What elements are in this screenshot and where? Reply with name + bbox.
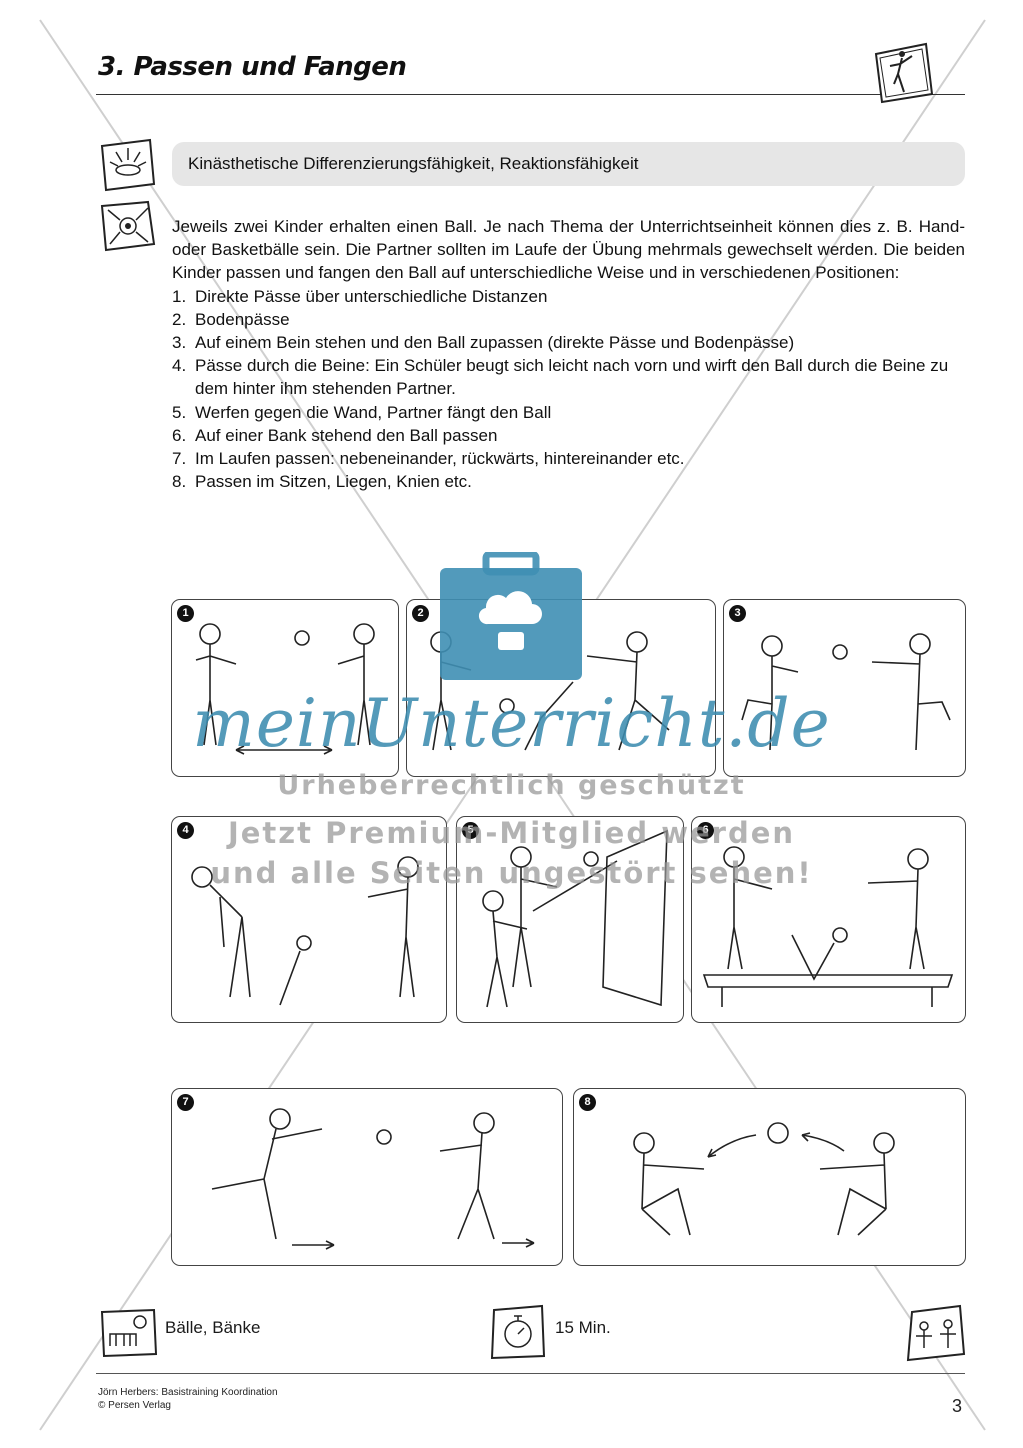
panel-number: 2 bbox=[412, 605, 429, 622]
page-title: 3. Passen und Fangen bbox=[98, 52, 407, 82]
intro-paragraph: Jeweils zwei Kinder erhalten einen Ball.… bbox=[172, 217, 965, 283]
title-divider bbox=[96, 94, 965, 95]
panel-number: 8 bbox=[579, 1094, 596, 1111]
dancer-icon bbox=[874, 42, 934, 104]
topic-label: Kinästhetische Differenzierungsfähigkeit… bbox=[188, 154, 639, 173]
list-item: 2.Bodenpässe bbox=[172, 309, 290, 329]
list-item: 4.Pässe durch die Beine: Ein Schüler beu… bbox=[172, 356, 949, 399]
illustration-panel-8: 8 bbox=[573, 1088, 966, 1266]
illustration-panel-3: 3 bbox=[723, 599, 966, 777]
list-item: 1.Direkte Pässe über unterschiedliche Di… bbox=[172, 286, 548, 306]
panel-number: 4 bbox=[177, 822, 194, 839]
watermark-copyright: Urheberrechtlich geschützt bbox=[277, 770, 746, 801]
list-item: 3.Auf einem Bein stehen und den Ball zup… bbox=[172, 333, 795, 353]
equipment-icon bbox=[100, 1308, 158, 1358]
watermark-brand: meinUnterricht.de bbox=[192, 685, 831, 762]
sitting-pass-illustration bbox=[633, 1122, 895, 1236]
footer-source: Jörn Herbers: Basistraining Koordination bbox=[98, 1387, 278, 1398]
wall-pass-illustration bbox=[482, 829, 668, 1008]
topic-box bbox=[172, 142, 965, 186]
stopwatch-icon bbox=[490, 1304, 546, 1360]
list-item: 6.Auf einer Bank stehend den Ball passen bbox=[172, 425, 498, 445]
watermark-line-1: Jetzt Premium-Mitglied werden bbox=[227, 816, 796, 850]
illustration-panel-4: 4 bbox=[171, 816, 447, 1023]
illustration-panel-5: 5 bbox=[456, 816, 684, 1023]
one-leg-pass-illustration bbox=[741, 633, 951, 751]
panel-number: 7 bbox=[177, 1094, 194, 1111]
duration-label: 15 Min. bbox=[555, 1318, 611, 1337]
footer-publisher: © Persen Verlag bbox=[98, 1400, 171, 1411]
list-item: 5.Werfen gegen die Wand, Partner fängt d… bbox=[172, 402, 552, 422]
focus-icon bbox=[100, 138, 156, 192]
illustration-panel-1: 1 bbox=[171, 599, 399, 777]
panel-number: 3 bbox=[729, 605, 746, 622]
brain-icon bbox=[100, 200, 156, 252]
page-number: 3 bbox=[952, 1396, 963, 1416]
panel-number: 5 bbox=[462, 822, 479, 839]
through-legs-pass-illustration bbox=[191, 856, 419, 1006]
briefcase-cloud-icon bbox=[440, 552, 582, 680]
instructions: Jeweils zwei Kinder erhalten einen Ball.… bbox=[172, 215, 965, 493]
list-item: 8.Passen im Sitzen, Liegen, Knien etc. bbox=[172, 472, 472, 492]
running-pass-illustration bbox=[211, 1108, 535, 1250]
bench-pass-illustration bbox=[702, 846, 954, 1007]
materials-label: Bälle, Bänke bbox=[165, 1318, 261, 1337]
panel-number: 6 bbox=[697, 822, 714, 839]
illustration-panel-7: 7 bbox=[171, 1088, 563, 1266]
exercise-list: 1.Direkte Pässe über unterschiedliche Di… bbox=[172, 285, 965, 494]
group-icon bbox=[906, 1304, 966, 1362]
illustration-panel-6: 6 bbox=[691, 816, 966, 1023]
footer-divider bbox=[96, 1373, 965, 1374]
watermark-line-2: und alle Seiten ungestört sehen! bbox=[210, 856, 813, 890]
list-item: 7.Im Laufen passen: nebeneinander, rückw… bbox=[172, 449, 685, 469]
panel-number: 1 bbox=[177, 605, 194, 622]
direct-pass-illustration bbox=[195, 623, 375, 755]
